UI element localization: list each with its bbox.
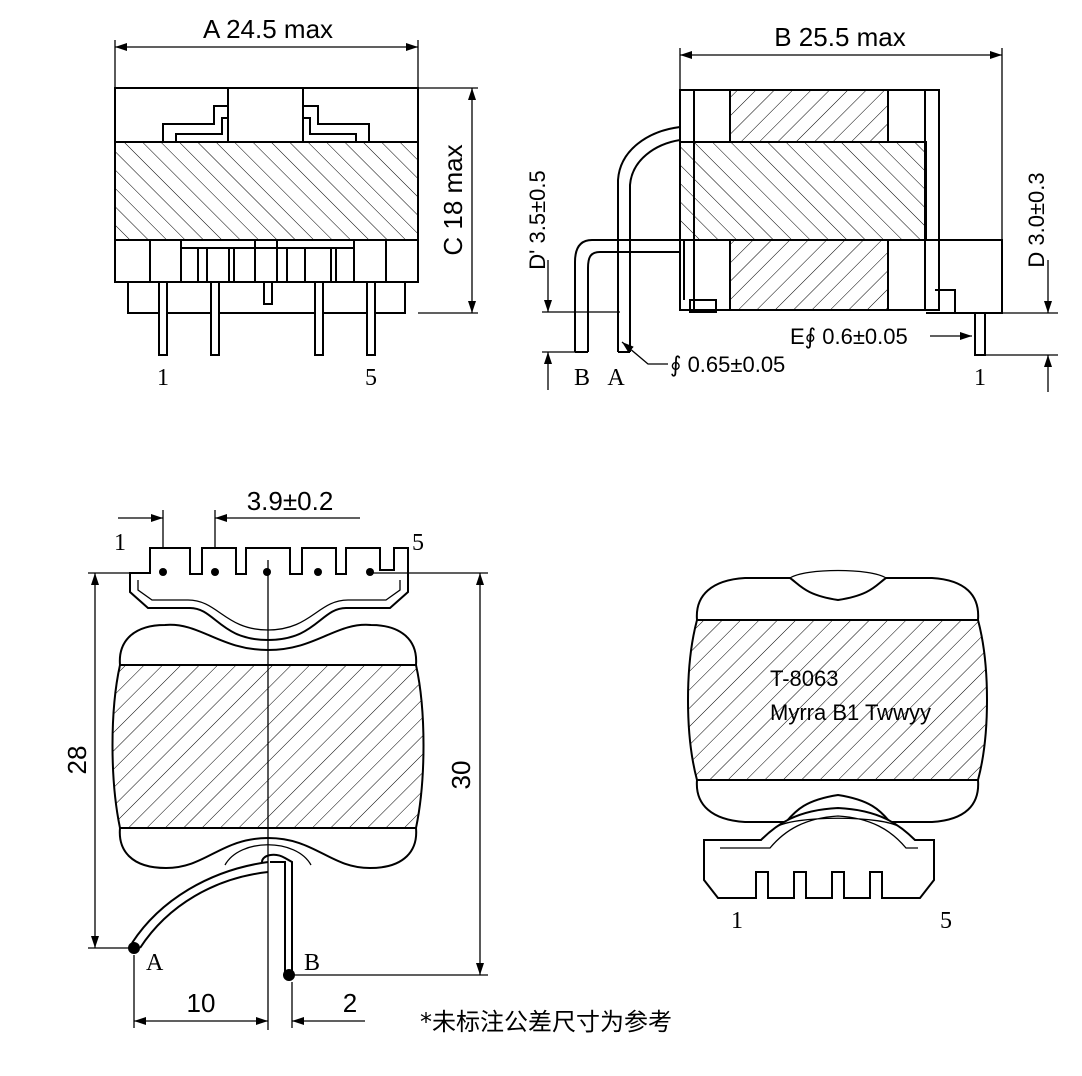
- bottom-view-pin-1-label: 1: [114, 530, 126, 556]
- top-view-upper-arch: [789, 569, 887, 579]
- side-view-winding-top-hatch: [729, 89, 889, 143]
- side-view-standoff-right-label: D 3.0±0.3: [1024, 172, 1049, 267]
- front-view-pin: [314, 281, 324, 356]
- front-view-bobbin-bottom: [114, 239, 419, 283]
- side-view-lead-b-label: B: [574, 365, 590, 391]
- bottom-view-pin-dot: [314, 568, 322, 576]
- side-view-wire-dia-leader: [621, 341, 668, 365]
- side-view-standoff-left-label: D' 3.5±0.5: [525, 170, 550, 269]
- bottom-view-pin-dots: [159, 568, 374, 576]
- front-view-core: [114, 141, 419, 241]
- top-view-lower-flange: [695, 779, 980, 823]
- side-view-lead-b-wire: [574, 239, 680, 352]
- side-view-pin-1: [974, 312, 986, 356]
- top-view-header-inner: [720, 815, 918, 849]
- top-view: T-8063 Myrra B1 Twwyy 1 5: [687, 569, 988, 934]
- bottom-view-lead-b-label: B: [304, 950, 320, 976]
- top-view-pin-5-label: 5: [940, 908, 952, 934]
- front-view-pin: [158, 281, 168, 356]
- side-view: B 25.5 max D' 3.5±0.5 D 3.0±0.3 E∮ 0.6±0…: [525, 22, 1058, 392]
- side-view-pin-dia-label: E∮ 0.6±0.05: [790, 324, 908, 349]
- bottom-view-lead-a: [131, 861, 269, 949]
- tolerance-note: *未标注公差尺寸为参考: [420, 1008, 672, 1036]
- top-view-marking-line1: T-8063: [770, 666, 839, 691]
- top-view-pin-1-label: 1: [731, 908, 743, 934]
- front-view-pin-5-label: 5: [365, 365, 377, 391]
- front-view-pin: [210, 281, 220, 356]
- top-view-header: [703, 806, 935, 899]
- bottom-view-pin-dot: [211, 568, 219, 576]
- bottom-view-30-label: 30: [446, 761, 476, 790]
- side-view-winding-bottom-hatch: [729, 239, 889, 311]
- side-view-pin-1-label: 1: [974, 365, 986, 391]
- front-view-pin-1-label: 1: [157, 365, 169, 391]
- bottom-view-lead-b: [261, 853, 293, 975]
- side-view-length-label: B 25.5 max: [774, 22, 906, 52]
- top-view-upper-flange: [695, 577, 980, 621]
- bottom-view-lead-a-label: A: [146, 950, 164, 976]
- side-view-flange-details: [683, 239, 1003, 314]
- bottom-view-pin-dot: [159, 568, 167, 576]
- side-view-wire-dia-label: ∮ 0.65±0.05: [670, 352, 785, 377]
- side-view-core: [679, 141, 927, 241]
- top-view-marking-line2: Myrra B1 Twwyy: [770, 700, 931, 725]
- front-view-height-label: C 18 max: [438, 144, 468, 255]
- bottom-view-pitch-label: 3.9±0.2: [247, 486, 334, 516]
- front-view-boss-block: [227, 87, 304, 143]
- bottom-view-header: [129, 547, 409, 642]
- front-view-center-tab: [263, 281, 273, 305]
- front-view-top-boss: [162, 88, 370, 142]
- front-view: A 24.5 max C 18 max 1 5: [114, 14, 478, 391]
- bottom-view: 3.9±0.2 1 5 28 30 A B 10 2: [62, 486, 488, 1030]
- front-view-pins: [158, 281, 376, 356]
- bottom-view-28-label: 28: [62, 746, 92, 775]
- front-view-width-label: A 24.5 max: [203, 14, 333, 44]
- bottom-view-lead-a-dot: [128, 942, 140, 954]
- side-view-lead-a-label: A: [607, 365, 625, 391]
- bottom-view-pin-5-label: 5: [412, 530, 424, 556]
- side-view-flange-right: [924, 89, 940, 311]
- bottom-view-lead-b-dot: [283, 969, 295, 981]
- side-view-lead-a-wire: [617, 126, 681, 352]
- front-view-slots: [149, 240, 387, 282]
- bottom-view-offset-a-label: 10: [187, 988, 216, 1018]
- bottom-view-offset-b-label: 2: [343, 988, 357, 1018]
- bottom-view-pin-dot: [366, 568, 374, 576]
- bottom-view-pin-dot: [263, 568, 271, 576]
- front-view-pin: [366, 281, 376, 356]
